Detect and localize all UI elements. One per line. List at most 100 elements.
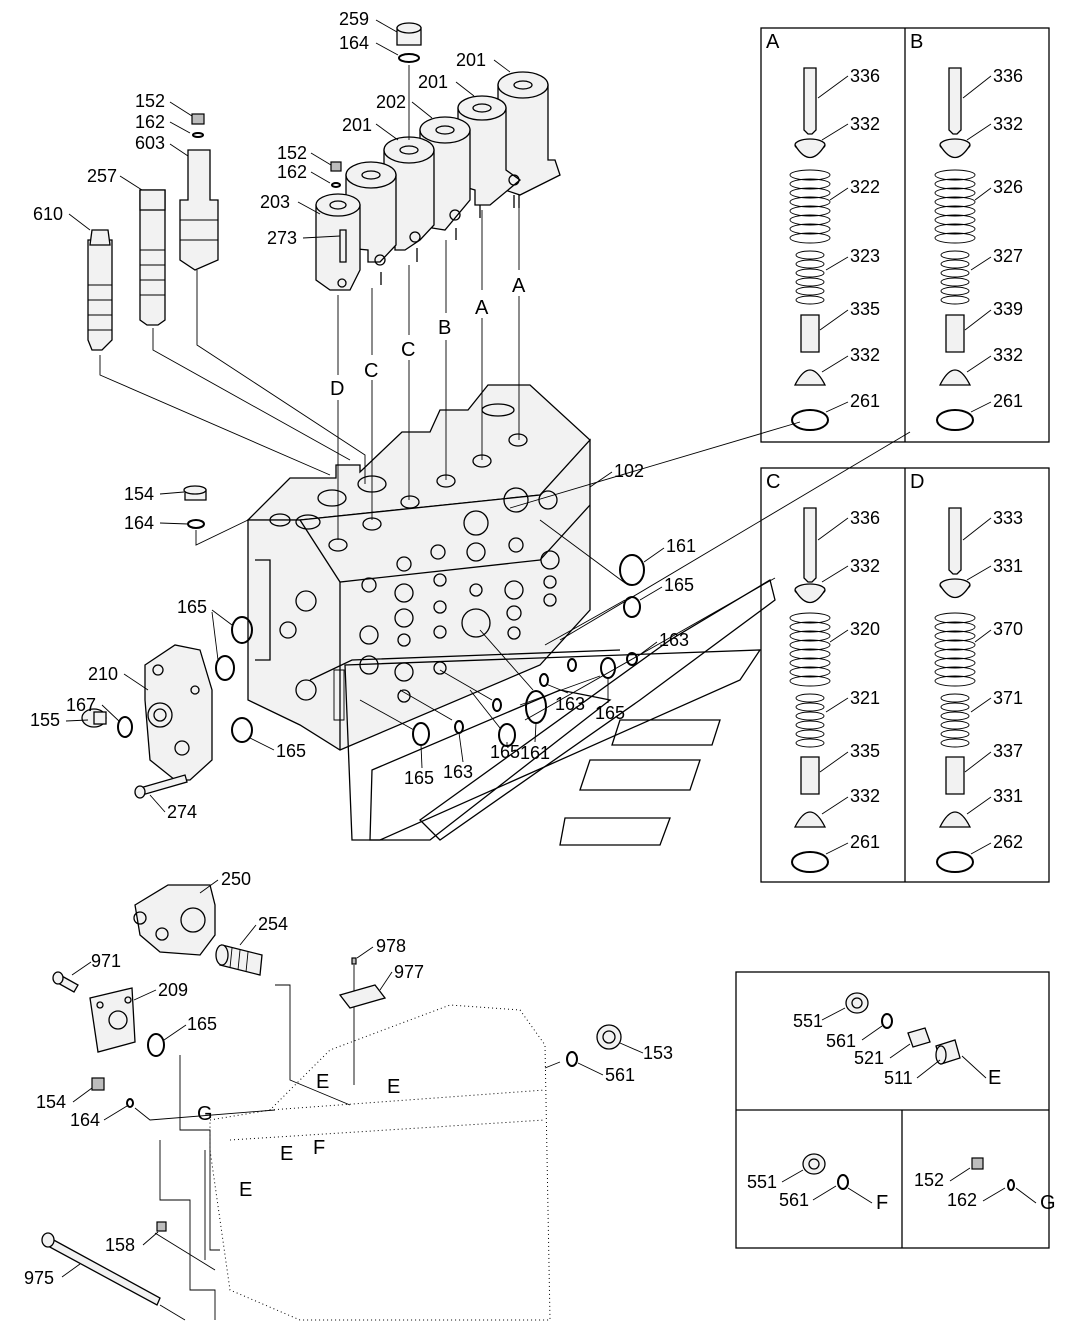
callout-label: 161 — [520, 743, 550, 763]
panel-callout: 339 — [993, 299, 1023, 319]
view-letters: D C C B A A E E G E F E — [197, 275, 526, 1201]
panel-callout: 321 — [850, 688, 880, 708]
callout-label: 975 — [24, 1268, 54, 1288]
panel-callout: 337 — [993, 741, 1023, 761]
block-250 — [133, 884, 216, 956]
panel-title: C — [766, 471, 780, 493]
plug-154-bottom — [91, 1077, 134, 1108]
panel-callout: 332 — [850, 345, 880, 365]
callout-label: 162 — [277, 162, 307, 182]
panel-callout: 332 — [850, 786, 880, 806]
plug-panel-f: 551 561 F — [747, 1172, 888, 1214]
panel-callout: 323 — [850, 246, 880, 266]
panel-callout: 561 — [779, 1190, 809, 1210]
panel-callout: 152 — [914, 1170, 944, 1190]
cap-203 — [315, 193, 361, 291]
callout-label: 163 — [443, 762, 473, 782]
panel-title: A — [766, 31, 780, 53]
bolt-274 — [134, 774, 188, 799]
valve-block-102 — [246, 384, 591, 751]
o-ring-165-bottom — [147, 1033, 165, 1057]
callout-label: 165 — [595, 703, 625, 723]
callout-labels: 259 164 201 201 202 201 152 162 603 257 … — [24, 9, 696, 1288]
panel-callout: 332 — [850, 114, 880, 134]
panel-callout: 551 — [793, 1011, 823, 1031]
callout-label: 161 — [666, 536, 696, 556]
callout-label: 165 — [187, 1014, 217, 1034]
callout-label: 610 — [33, 204, 63, 224]
callout-label: 154 — [124, 484, 154, 504]
panel-callout: 261 — [993, 391, 1023, 411]
panel-callout: 332 — [993, 114, 1023, 134]
view-letter: F — [313, 1137, 325, 1159]
panel-callout: 261 — [850, 391, 880, 411]
panel-callout: 327 — [993, 246, 1023, 266]
plug-152-top — [330, 161, 342, 188]
callout-label: 153 — [643, 1043, 673, 1063]
bolt-971 — [52, 971, 79, 993]
plug-259 — [396, 22, 422, 63]
callout-leaders — [61, 19, 1037, 1278]
callout-label: 152 — [135, 91, 165, 111]
callout-label: 561 — [605, 1065, 635, 1085]
panel-callout: 162 — [947, 1190, 977, 1210]
detail-leader-lines — [509, 421, 911, 721]
panel-callout: 371 — [993, 688, 1023, 708]
plug-target: E — [988, 1067, 1001, 1089]
panel-callout: 521 — [854, 1048, 884, 1068]
panel-title: D — [910, 471, 924, 493]
view-letter: G — [197, 1103, 213, 1125]
view-letter: A — [475, 297, 489, 319]
panel-callout: 326 — [993, 177, 1023, 197]
plug-target: G — [1040, 1192, 1056, 1214]
plug-panel-e: 551 561 521 511 E — [793, 1011, 1001, 1089]
panel-callout: 370 — [993, 619, 1023, 639]
callout-label: 254 — [258, 914, 288, 934]
detail-callout-leaders — [817, 75, 992, 855]
panel-callout: 320 — [850, 619, 880, 639]
panel-callout: 335 — [850, 299, 880, 319]
view-letter: D — [330, 378, 344, 400]
panel-callout: 332 — [993, 345, 1023, 365]
callout-label: 971 — [91, 951, 121, 971]
flange-209 — [89, 987, 136, 1053]
spring-stack-a — [789, 67, 831, 431]
plug-panels-frame — [735, 971, 1050, 1249]
valve-603 — [179, 113, 219, 271]
callout-label: 210 — [88, 664, 118, 684]
block-ghost-outline — [309, 578, 776, 846]
fitting-254 — [215, 944, 263, 976]
bolt-975 — [41, 1232, 161, 1306]
panel-callout: 333 — [993, 508, 1023, 528]
plug-target: F — [876, 1192, 888, 1214]
panel-callout: 331 — [993, 556, 1023, 576]
panel-title: B — [910, 31, 923, 53]
plug-panel-g: 152 162 G — [914, 1170, 1056, 1214]
cap-201-mid — [457, 95, 522, 218]
callout-label: 274 — [167, 802, 197, 822]
callout-label: 154 — [36, 1092, 66, 1112]
panel-callout: 262 — [993, 832, 1023, 852]
panel-callout: 335 — [850, 741, 880, 761]
callout-label: 163 — [659, 630, 689, 650]
spool-leader-lines — [337, 65, 520, 540]
panel-callout: 331 — [993, 786, 1023, 806]
callout-label: 152 — [277, 143, 307, 163]
callout-label: 164 — [70, 1110, 100, 1130]
callout-label: 250 — [221, 869, 251, 889]
spring-stack-c — [789, 507, 831, 873]
callout-label: 977 — [394, 962, 424, 982]
plug-155 — [81, 708, 107, 728]
plug-panel-parts — [802, 992, 1015, 1191]
valve-257 — [139, 189, 166, 326]
view-letter: C — [364, 360, 378, 382]
callout-label: 165 — [490, 742, 520, 762]
panel-callout: 261 — [850, 832, 880, 852]
view-letter: E — [280, 1143, 293, 1165]
panel-callout: 336 — [993, 66, 1023, 86]
flange-210 — [144, 644, 213, 781]
plug-153 — [566, 1024, 622, 1067]
view-letter: E — [316, 1071, 329, 1093]
panel-callout: 332 — [850, 556, 880, 576]
